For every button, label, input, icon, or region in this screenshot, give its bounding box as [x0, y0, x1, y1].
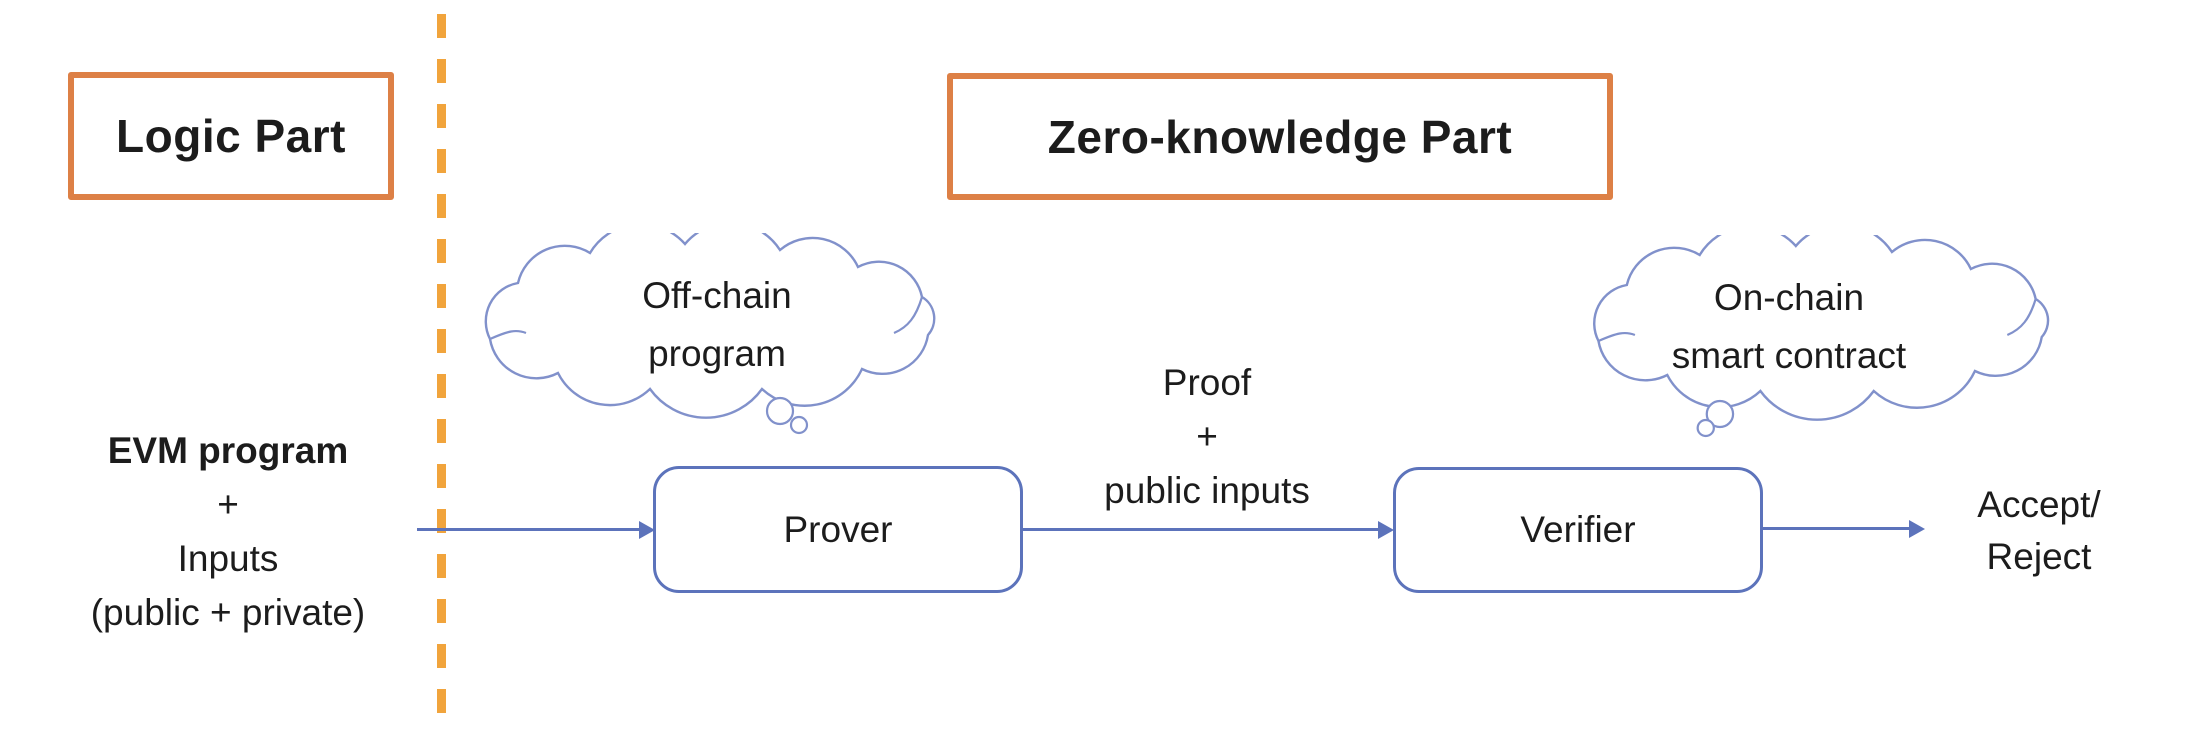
onchain-cloud-label: On-chain smart contract	[1536, 269, 2042, 385]
evm-input-label-line: Inputs	[177, 538, 279, 579]
proof-label-line: Proof	[1162, 362, 1252, 403]
onchain-cloud-label-line: On-chain	[1713, 277, 1865, 318]
proof-public-inputs-label: Proof + public inputs	[1056, 356, 1358, 518]
offchain-cloud: Off-chain program	[450, 233, 950, 438]
verifier-box: Verifier	[1393, 467, 1763, 593]
zero-knowledge-part-label: Zero-knowledge Part	[1047, 110, 1513, 163]
proof-label-line: +	[1196, 416, 1218, 457]
arrow-verifier-to-result	[1763, 527, 1909, 530]
thought-cloud-icon	[484, 233, 936, 435]
verifier-label: Verifier	[1520, 509, 1636, 550]
arrow-prover-to-verifier	[1022, 528, 1378, 531]
onchain-cloud: On-chain smart contract	[1558, 235, 2064, 440]
proof-label-line: public inputs	[1104, 470, 1310, 511]
prover-box: Prover	[653, 466, 1023, 593]
result-label-line: Reject	[1986, 536, 2092, 577]
thought-cloud-icon	[1593, 235, 2050, 438]
evm-input-label: EVM program + Inputs (public + private)	[18, 424, 438, 640]
arrow-input-to-prover	[417, 528, 639, 531]
offchain-cloud-label: Off-chain program	[467, 267, 967, 383]
zero-knowledge-part-box: Zero-knowledge Part	[947, 73, 1613, 200]
evm-input-label-line: (public + private)	[90, 592, 366, 633]
onchain-cloud-label-line: smart contract	[1671, 335, 1907, 376]
logic-part-label: Logic Part	[116, 110, 346, 162]
evm-input-label-line: EVM program	[107, 430, 349, 471]
accept-reject-label: Accept/ Reject	[1939, 479, 2139, 583]
prover-label: Prover	[783, 508, 893, 550]
offchain-cloud-label-line: program	[648, 333, 786, 374]
logic-part-box: Logic Part	[68, 72, 394, 200]
evm-input-label-line: +	[217, 484, 239, 525]
offchain-cloud-label-line: Off-chain	[642, 275, 792, 316]
result-label-line: Accept/	[1977, 484, 2101, 525]
section-divider-dashed-line	[437, 14, 446, 716]
